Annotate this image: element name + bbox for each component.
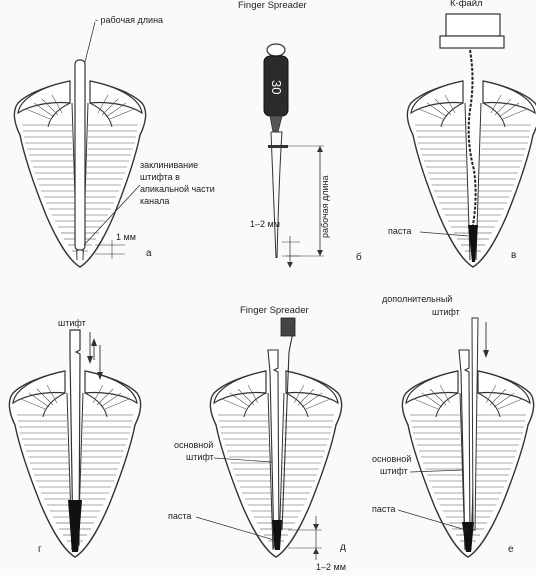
panel-c-paste: паста — [388, 226, 411, 236]
paste-leader-e — [195, 516, 275, 541]
panel-f-letter: е — [508, 544, 514, 555]
paste-apex-c — [468, 225, 478, 262]
panel-d-letter: г — [38, 544, 42, 555]
panel-b-one-two-mm: 1–2 мм — [250, 219, 280, 229]
panel-f-main-post-line2: штифт — [380, 466, 408, 476]
wedging-label-line3: апикальной части — [140, 184, 215, 194]
main-post-leader-e — [213, 457, 273, 463]
panel-d: штифт г — [8, 318, 142, 558]
main-post-f — [458, 349, 471, 549]
panel-b-working-length: рабочая длина — [320, 175, 330, 238]
panel-f: дополнительный штифт паста основной штиф… — [372, 294, 535, 558]
rubber-stop — [268, 145, 288, 148]
k-file-handle — [445, 13, 501, 37]
main-post-e — [267, 349, 280, 549]
panel-f-main-post-line1: основной — [372, 454, 411, 464]
panel-a: - рабочая длина заклинивание штифта в ап… — [13, 15, 215, 268]
working-length-label: - рабочая длина — [95, 15, 163, 25]
main-post-leader-f — [409, 469, 464, 473]
panel-f-additional-line1: дополнительный — [382, 294, 452, 304]
panel-e-one-two-mm: 1–2 мм — [316, 562, 346, 572]
panel-e-title: Finger Spreader — [240, 305, 309, 316]
panel-e-letter: д — [340, 542, 346, 553]
working-length-leader — [84, 21, 96, 63]
spreader-handle-number: 30 — [269, 80, 284, 94]
spreader-handle-cap — [266, 43, 286, 57]
spreader-neck — [269, 115, 283, 133]
panel-c: К-файл паста в — [388, 0, 536, 268]
panel-b-letter: б — [356, 251, 362, 263]
panel-d-post-label: штифт — [58, 318, 86, 328]
spreader-blade — [271, 131, 283, 259]
one-mm-label: 1 мм — [116, 232, 136, 242]
panel-b-title: Finger Spreader — [238, 0, 307, 11]
k-file-handle-base — [439, 35, 505, 49]
panel-e-main-post-line1: основной — [174, 440, 213, 450]
wedging-leader — [83, 184, 141, 246]
wedging-label-line2: штифта в — [140, 172, 180, 182]
panel-a-letter: а — [146, 248, 152, 259]
gutta-percha-post-d — [69, 329, 81, 546]
panel-c-letter: в — [511, 250, 516, 261]
additional-post-f — [471, 317, 479, 531]
panel-e-main-post-line2: штифт — [186, 452, 214, 462]
panel-e: Finger Spreader основной штифт паста 1–2… — [168, 305, 346, 572]
gutta-percha-post — [74, 59, 86, 251]
panel-e-paste: паста — [168, 511, 191, 521]
panel-f-paste: паста — [372, 504, 395, 514]
spreader-neck-e — [280, 317, 296, 337]
paste-leader-c — [419, 231, 469, 237]
paste-apex-d — [68, 500, 82, 552]
wedging-label-line1: заклинивание — [140, 160, 198, 170]
panel-f-additional-line2: штифт — [432, 307, 460, 317]
paste-leader-f — [397, 509, 467, 531]
panel-c-title: К-файл — [450, 0, 483, 9]
paste-apex-e — [272, 520, 282, 550]
wedging-label-line4: канала — [140, 196, 169, 206]
panel-b: Finger Spreader 30 рабочая длина 1–2 мм … — [238, 0, 362, 268]
